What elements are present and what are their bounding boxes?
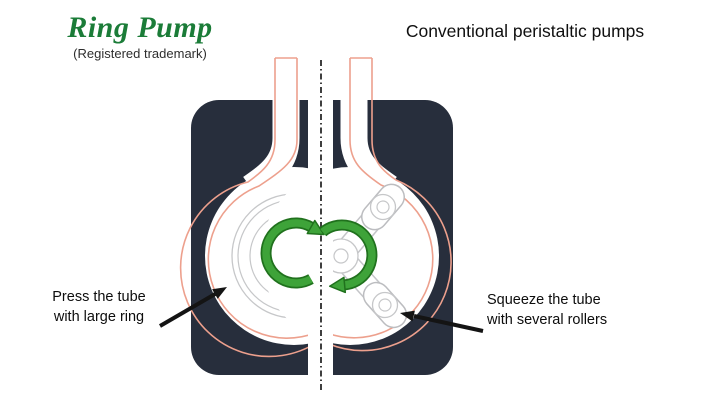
- top-roller: [362, 185, 404, 229]
- rotation-arrow-left-icon: [260, 217, 325, 289]
- pointer-arrow-left-head: [212, 287, 227, 299]
- pointer-arrow-right-shaft: [413, 314, 484, 333]
- pointer-arrow-right-icon: [400, 310, 484, 333]
- left-caption: Press the tube with large ring: [20, 287, 178, 327]
- left-caption-line1: Press the tube: [52, 289, 146, 305]
- conventional-pump-half: [261, 57, 452, 352]
- pointer-arrow-left-shaft: [158, 291, 218, 328]
- ring-pump-tube-inner-wall: [207, 58, 316, 339]
- left-caption-line2: with large ring: [53, 309, 145, 325]
- conventional-tube-outer-wall: [328, 58, 452, 352]
- conventional-tube-inner-wall: [326, 58, 434, 339]
- pointer-arrow-left-icon: [158, 287, 227, 328]
- ring-pump-tube-outer-wall: [179, 58, 317, 358]
- right-caption-line2: with several rollers: [487, 312, 608, 328]
- right-caption-line1: Squeeze the tube: [487, 292, 601, 308]
- right-caption: Squeeze the tube with several rollers: [487, 290, 682, 330]
- bottom-roller-wheel: [371, 291, 399, 319]
- rotor-hub-shaft: [333, 248, 349, 264]
- rotation-arrow-right-icon: [319, 219, 378, 294]
- bottom-roller: [364, 283, 406, 327]
- brand-block: Ring Pump (Registered trademark): [20, 11, 260, 61]
- rotation-arrow-left-body: [262, 219, 313, 287]
- conventional-pumps-title: Conventional peristaltic pumps: [405, 21, 645, 41]
- conventional-tube-channel: [340, 58, 397, 200]
- brand-title: Ring Pump: [67, 11, 213, 44]
- bottom-roller-axle: [378, 298, 392, 312]
- rotation-arrow-right-head: [328, 276, 347, 294]
- top-roller-wheel: [369, 193, 397, 221]
- rotation-arrow-right-body: [320, 221, 376, 289]
- pointer-arrow-right-head: [400, 310, 415, 322]
- top-roller-axle: [376, 200, 390, 214]
- rotation-arrow-left-head: [306, 219, 325, 236]
- ring-pump-tube-channel: [243, 58, 300, 200]
- brand-subtitle: (Registered trademark): [73, 46, 207, 61]
